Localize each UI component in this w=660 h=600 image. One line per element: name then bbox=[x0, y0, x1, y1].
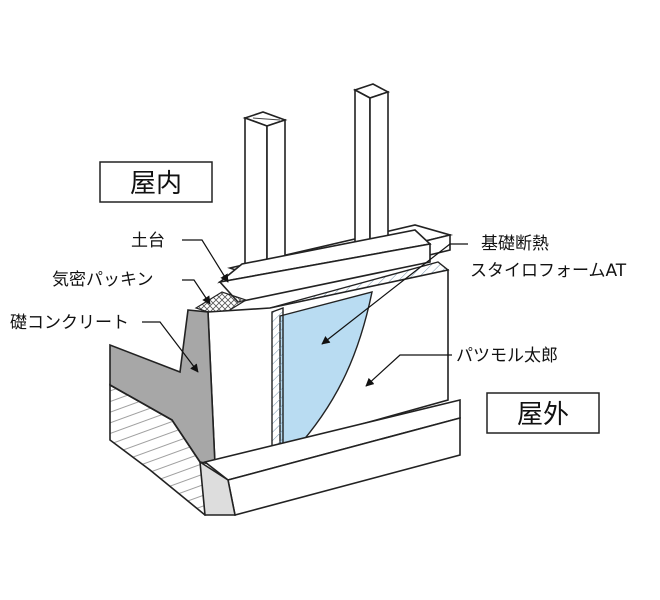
mortar-label: パツモル太郎 bbox=[456, 346, 558, 366]
insulation-title-label: 基礎断熱 bbox=[481, 234, 549, 254]
wooden-stud-left bbox=[242, 111, 288, 276]
mortar-leader bbox=[365, 354, 452, 387]
sill-label: 土台 bbox=[131, 231, 165, 251]
footing bbox=[199, 398, 461, 516]
sill-beam bbox=[217, 229, 432, 303]
sill-leader bbox=[182, 239, 229, 283]
outdoor-label: 屋外 bbox=[517, 400, 569, 430]
insulation-board bbox=[271, 291, 373, 457]
foundation-concrete-leader bbox=[142, 321, 199, 373]
wooden-stud-right bbox=[352, 83, 391, 254]
insulation-product-label: スタイロフォームAT bbox=[470, 261, 627, 281]
insulation-leader bbox=[321, 243, 468, 345]
indoor-label: 屋内 bbox=[130, 169, 182, 199]
outdoor-label-box: 屋外 bbox=[486, 392, 600, 434]
airtight-packing-leader bbox=[182, 279, 211, 305]
foundation-concrete-label: 礎コンクリート bbox=[10, 313, 129, 333]
airtight-packing-label: 気密パッキン bbox=[52, 270, 154, 290]
indoor-label-box: 屋内 bbox=[99, 161, 213, 203]
